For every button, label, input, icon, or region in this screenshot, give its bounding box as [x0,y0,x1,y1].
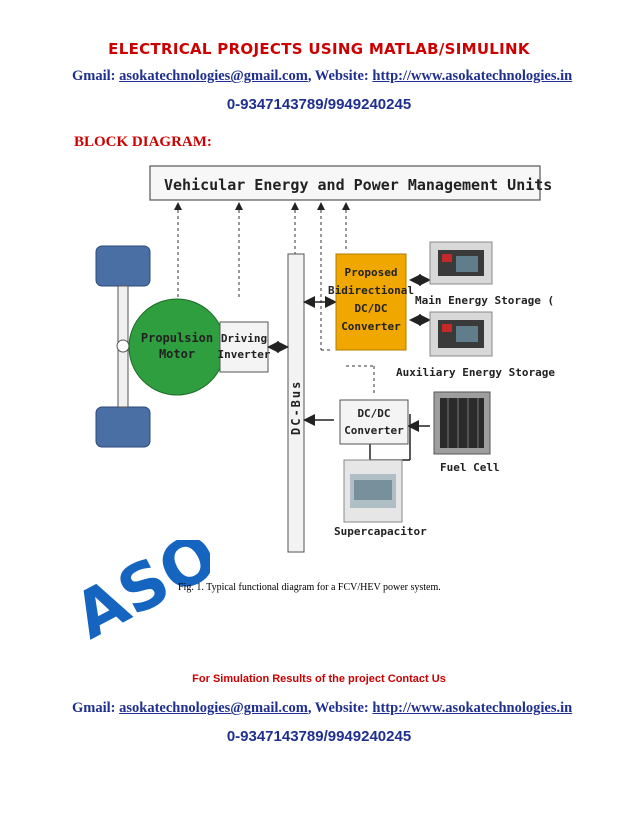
main-storage-label: Main Energy Storage ( [415,294,554,307]
management-units-box [149,165,541,201]
footer-contact-line: Gmail: asokatechnologies@gmail.com, Webs… [72,700,572,717]
front-wheel [95,245,151,287]
dc-bus [287,253,305,553]
footer-gmail-label: Gmail: [72,700,120,716]
aux-storage-label: Auxiliary Energy Storage [396,366,555,379]
supercap-label: Supercapacitor [334,525,427,538]
gmail-link[interactable]: asokatechnologies@gmail.com [119,68,308,84]
propulsion-label-2: Motor [159,347,195,361]
proposed-converter-box [335,253,407,351]
rear-wheel [95,406,151,448]
driving-inverter-box [219,321,269,373]
propulsion-label-1: Propulsion [141,331,213,345]
supercap-image [343,459,403,523]
website-link[interactable]: http://www.asokatechnologies.in [372,68,573,84]
proposed-label-2: Bidirectional [328,284,414,297]
fuel-cell-image [433,391,491,455]
footer-website-label: , Website: [307,700,373,716]
block-diagram: Vehicular Energy and Power Management Un… [95,165,555,553]
management-units-label: Vehicular Energy and Power Management Un… [164,176,552,194]
inverter-label-2: Inverter [218,348,271,361]
fuel-cell-label: Fuel Cell [440,461,500,474]
watermark: ASO [70,540,210,650]
proposed-label-1: Proposed [345,266,398,279]
figure-caption: Fig. 1. Typical functional diagram for a… [178,582,441,593]
inverter-label-1: Driving [221,332,267,345]
page-title: Electrical Projects using MATLAB/SIMULIN… [0,40,638,58]
footer-phone: 0-9347143789/9949240245 [226,728,412,745]
header-phone: 0-9347143789/9949240245 [226,96,412,113]
simulation-note: For Simulation Results of the project Co… [192,673,446,685]
aux-storage-image [429,311,493,357]
dcdc-label-1: DC/DC [357,407,390,420]
website-label: , Website: [307,68,373,84]
dc-bus-label: DC-Bus [289,380,303,435]
proposed-label-3: DC/DC [354,302,387,315]
control-lines [174,202,375,396]
main-storage-image [429,241,493,285]
header-contact-line: Gmail: asokatechnologies@gmail.com, Webs… [72,68,572,85]
section-heading: BLOCK DIAGRAM: [74,134,212,150]
axle-joint [116,339,130,353]
footer-website-link[interactable]: http://www.asokatechnologies.in [372,700,573,716]
title-text: Electrical Projects using MATLAB/SIMULIN… [108,40,530,58]
proposed-label-4: Converter [341,320,401,333]
dcdc-converter-box [339,399,409,445]
gmail-label: Gmail: [72,68,120,84]
footer-gmail-link[interactable]: asokatechnologies@gmail.com [119,700,308,716]
dcdc-label-2: Converter [344,424,404,437]
